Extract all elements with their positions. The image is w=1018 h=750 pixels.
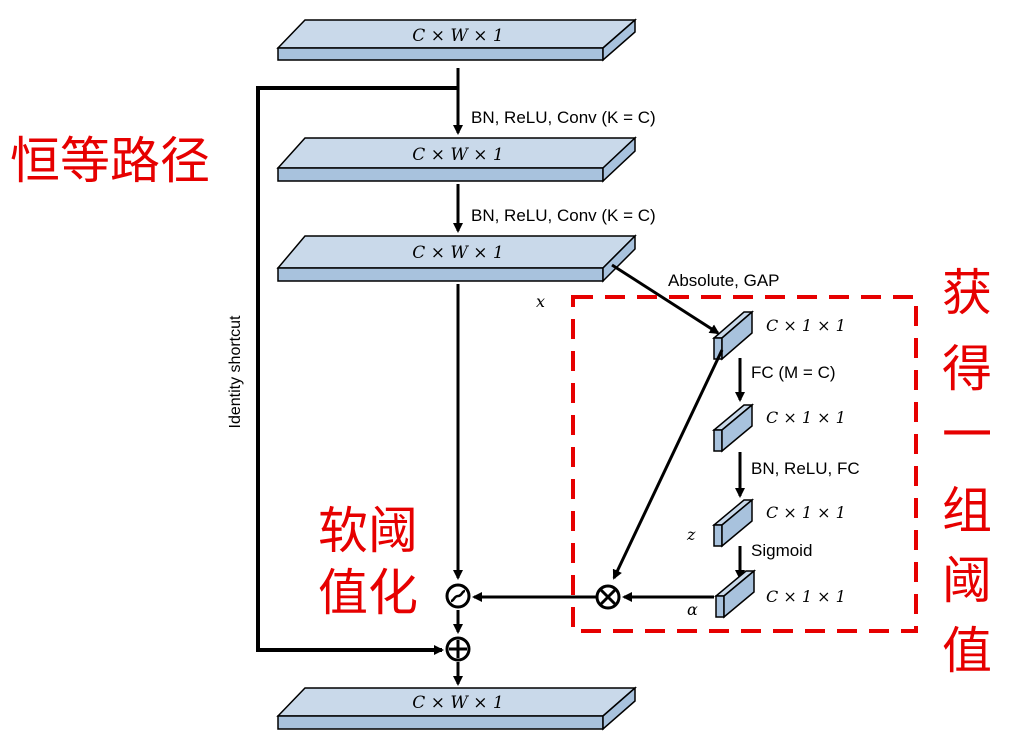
small-block-sigmoid <box>713 569 757 619</box>
var-z-label: z <box>686 525 696 544</box>
op-sigmoid-label: Sigmoid <box>751 541 812 560</box>
multiply-icon-b <box>599 588 617 606</box>
identity-shortcut-line <box>256 86 458 652</box>
multiply-op <box>595 584 621 610</box>
feature-block-top: C × W × 1 <box>276 18 637 62</box>
arrow-to-gap <box>611 263 720 335</box>
annotation-soft-threshold-line2: 值化 <box>318 564 418 622</box>
var-x-label: x <box>536 292 545 311</box>
annotation-get-thresholds-char: 一 <box>942 406 992 464</box>
small-block-fc2-label: C × 1 × 1 <box>766 503 846 522</box>
annotation-get-thresholds-char: 阈 <box>942 552 992 610</box>
annotation-get-thresholds-char: 值 <box>942 622 992 680</box>
op-fc2-label: BN, ReLU, FC <box>751 459 860 478</box>
annotation-identity-path: 恒等路径 <box>10 132 210 190</box>
arrow-gap-to-multiply <box>612 349 724 580</box>
add-op <box>445 636 471 662</box>
op-fc1-label: FC (M = C) <box>751 363 836 382</box>
op-conv2-label: BN, ReLU, Conv (K = C) <box>471 206 656 225</box>
soft-threshold-icon <box>450 589 466 603</box>
feature-block-conv1: C × W × 1 <box>276 136 637 183</box>
op-abs-gap-label: Absolute, GAP <box>668 271 780 290</box>
block-output-label: C × W × 1 <box>412 693 503 713</box>
var-alpha-label: α <box>687 600 698 619</box>
small-block-fc2 <box>711 498 755 548</box>
feature-block-conv2: C × W × 1 <box>276 234 637 283</box>
block-conv1-label: C × W × 1 <box>412 145 503 165</box>
annotation-get-thresholds-char: 组 <box>942 482 992 540</box>
soft-threshold-op <box>445 583 471 609</box>
annotation-get-thresholds-char: 得 <box>942 340 992 398</box>
threshold-branch-box <box>571 295 918 633</box>
small-block-fc1 <box>711 403 755 453</box>
feature-block-output: C × W × 1 <box>276 686 637 731</box>
op-conv1-label: BN, ReLU, Conv (K = C) <box>471 108 656 127</box>
small-block-sigmoid-label: C × 1 × 1 <box>766 587 846 606</box>
identity-shortcut-label: Identity shortcut <box>227 315 244 429</box>
small-block-gap-label: C × 1 × 1 <box>766 316 846 335</box>
annotation-get-thresholds-char: 获 <box>942 264 992 322</box>
annotation-get-thresholds: 获 得 一 组 阈 值 <box>942 264 992 680</box>
small-block-fc1-label: C × 1 × 1 <box>766 408 846 427</box>
annotation-soft-threshold-line1: 软阈 <box>318 502 418 560</box>
block-top-label: C × W × 1 <box>412 26 503 46</box>
block-conv2-label: C × W × 1 <box>412 243 503 263</box>
